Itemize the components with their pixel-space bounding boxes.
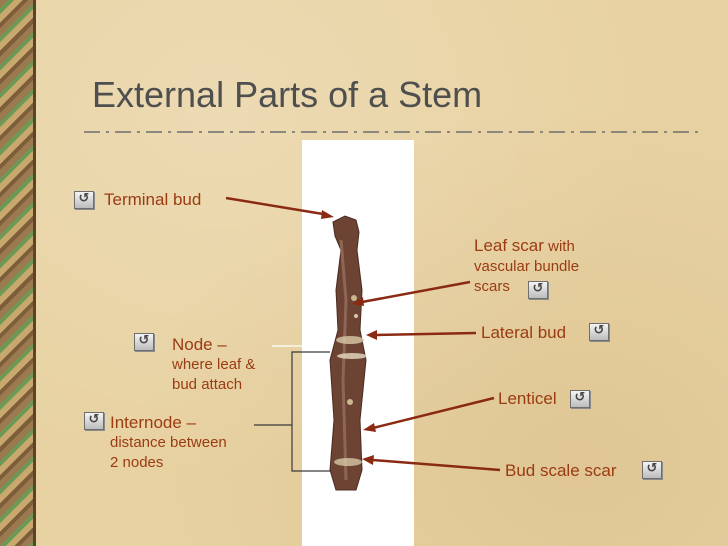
node-bracket [272,325,330,366]
bud-scale-scar-label: Bud scale scar [505,461,617,480]
stem-photo [329,215,367,491]
internode-label: Internode – distance between 2 nodes [110,413,227,473]
decorative-border [0,0,36,546]
node-return-button[interactable]: ↺ [134,333,154,351]
lateral-bud-return-button[interactable]: ↺ [589,323,609,341]
terminal-bud-return-button[interactable]: ↺ [74,191,94,209]
leaf-scar-line2: vascular bundle [474,258,580,275]
internode-line2: distance between [110,434,227,451]
internode-return-button[interactable]: ↺ [84,412,104,430]
bud-scale-scar-return-button[interactable]: ↺ [642,461,662,479]
return-icon: ↺ [593,323,605,338]
return-icon: ↺ [532,281,544,296]
leaf-scar-return-button[interactable]: ↺ [528,281,548,299]
pointer-arrows [225,196,501,472]
terminal-bud-label: Terminal bud [104,190,202,209]
lenticel-return-button[interactable]: ↺ [570,390,590,408]
leaf-scar-title: Leaf scar [474,236,544,255]
internode-line3: 2 nodes [110,454,164,471]
return-icon: ↺ [88,412,100,427]
return-icon: ↺ [646,461,658,476]
lateral-bud-label: Lateral bud [481,323,567,342]
slide-title: External Parts of a Stem [92,74,483,115]
leaf-scar-with: with [543,238,575,255]
return-icon: ↺ [574,390,586,405]
node-label: Node – where leaf & bud attach [172,335,255,395]
return-icon: ↺ [138,333,150,348]
internode-title: Internode – [110,413,197,432]
lenticel-label: Lenticel [498,389,557,408]
node-line2: where leaf & [172,356,256,373]
return-icon: ↺ [78,191,90,206]
leaf-scar-line3: scars [474,278,510,295]
internode-bracket [254,351,330,472]
title-divider [84,131,704,133]
node-line3: bud attach [172,376,243,393]
leaf-scar-label: Leaf scar with vascular bundle scars [474,236,579,297]
node-title: Node – [172,335,227,354]
